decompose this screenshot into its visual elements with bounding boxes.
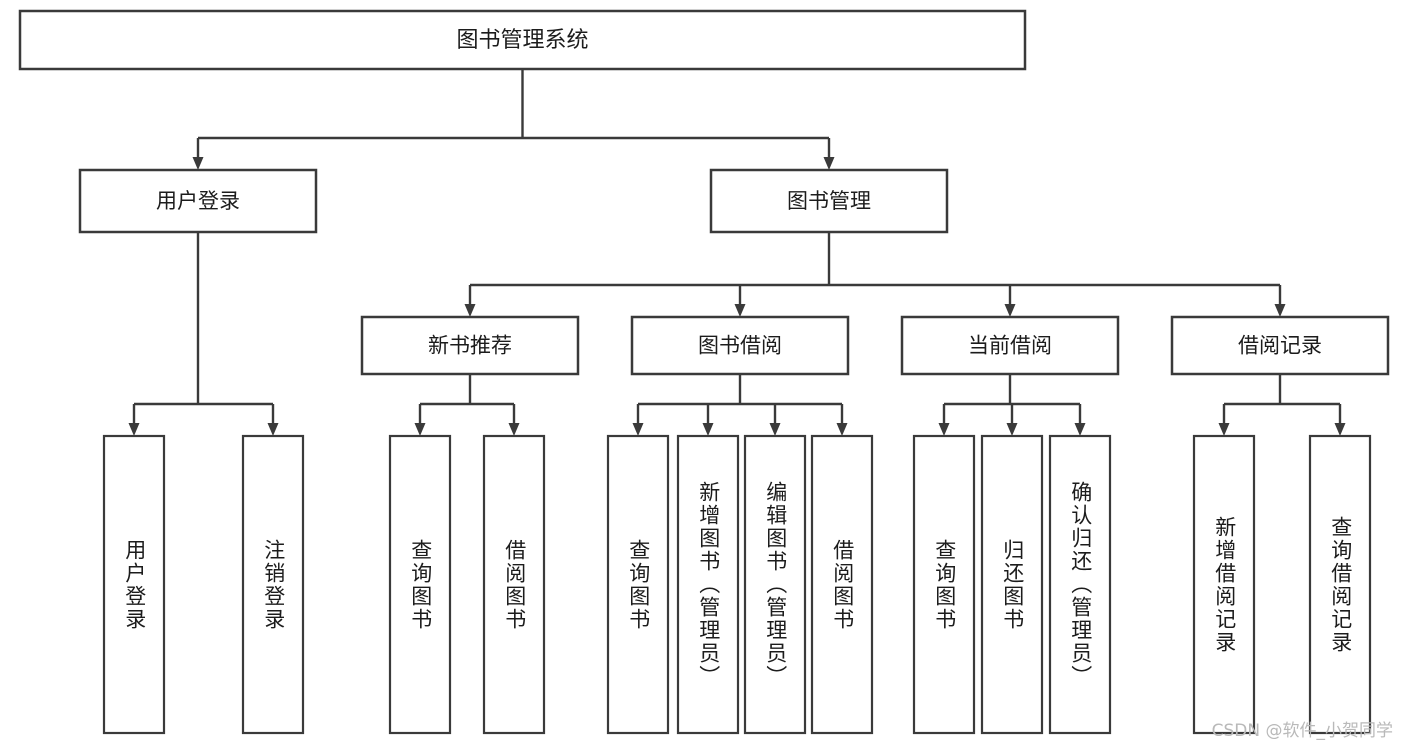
node-l2c[interactable]: 当前借阅 [900,315,1120,376]
node-box[interactable] [900,315,1120,376]
node-box[interactable] [360,315,580,376]
arrow-head-icon [938,423,950,436]
node-label: 当前借阅 [968,334,1052,358]
node-lf12[interactable] [1192,434,1256,735]
node-label: 图书借阅 [698,334,782,358]
node-box[interactable] [912,434,976,735]
node-box[interactable] [980,434,1044,735]
watermark-text: CSDN @软件_小贺同学 [1211,721,1393,741]
node-l2b[interactable]: 图书借阅 [630,315,850,376]
node-box[interactable] [1308,434,1372,735]
arrow-head-icon [128,423,140,436]
arrow-head-icon [1006,423,1018,436]
node-box[interactable] [606,434,670,735]
node-l1b[interactable]: 图书管理 [709,168,949,234]
node-box[interactable] [78,168,318,234]
node-box[interactable] [1192,434,1256,735]
arrow-head-icon [1274,304,1286,317]
node-label: 图书管理 [787,189,871,213]
node-box[interactable] [482,434,546,735]
arrow-head-icon [1004,304,1016,317]
node-lf5[interactable] [606,434,670,735]
arrow-head-icon [836,423,848,436]
node-label: 图书管理系统 [456,28,588,53]
arrow-head-icon [1074,423,1086,436]
arrow-head-icon [734,304,746,317]
node-l2d[interactable]: 借阅记录 [1170,315,1390,376]
node-lf9[interactable] [912,434,976,735]
node-box[interactable] [18,9,1027,71]
arrow-head-icon [632,423,644,436]
arrow-head-icon [267,423,279,436]
node-l1a[interactable]: 用户登录 [78,168,318,234]
node-box[interactable] [388,434,452,735]
node-box[interactable] [709,168,949,234]
node-box[interactable] [241,434,305,735]
arrow-head-icon [769,423,781,436]
node-lf1[interactable] [102,434,166,735]
node-lf6[interactable] [676,434,740,735]
node-root[interactable]: 图书管理系统 [18,9,1027,71]
arrow-head-icon [823,157,835,170]
node-label: 用户登录 [156,189,240,213]
arrow-head-icon [1218,423,1230,436]
node-lf10[interactable] [980,434,1044,735]
arrow-head-icon [508,423,520,436]
node-box[interactable] [102,434,166,735]
node-box[interactable] [743,434,807,735]
arrow-head-icon [414,423,426,436]
node-lf2[interactable] [241,434,305,735]
arrow-head-icon [192,157,204,170]
node-lf3[interactable] [388,434,452,735]
arrow-head-icon [1334,423,1346,436]
node-lf7[interactable] [743,434,807,735]
node-label: 借阅记录 [1238,334,1322,358]
node-l2a[interactable]: 新书推荐 [360,315,580,376]
node-label: 新书推荐 [428,334,512,358]
node-box[interactable] [676,434,740,735]
node-lf8[interactable] [810,434,874,735]
node-box[interactable] [1170,315,1390,376]
arrow-head-icon [702,423,714,436]
node-lf4[interactable] [482,434,546,735]
node-lf13[interactable] [1308,434,1372,735]
node-box[interactable] [630,315,850,376]
node-box[interactable] [1048,434,1112,735]
connectors-group [128,69,1346,436]
arrow-head-icon [464,304,476,317]
node-lf11[interactable] [1048,434,1112,735]
node-box[interactable] [810,434,874,735]
